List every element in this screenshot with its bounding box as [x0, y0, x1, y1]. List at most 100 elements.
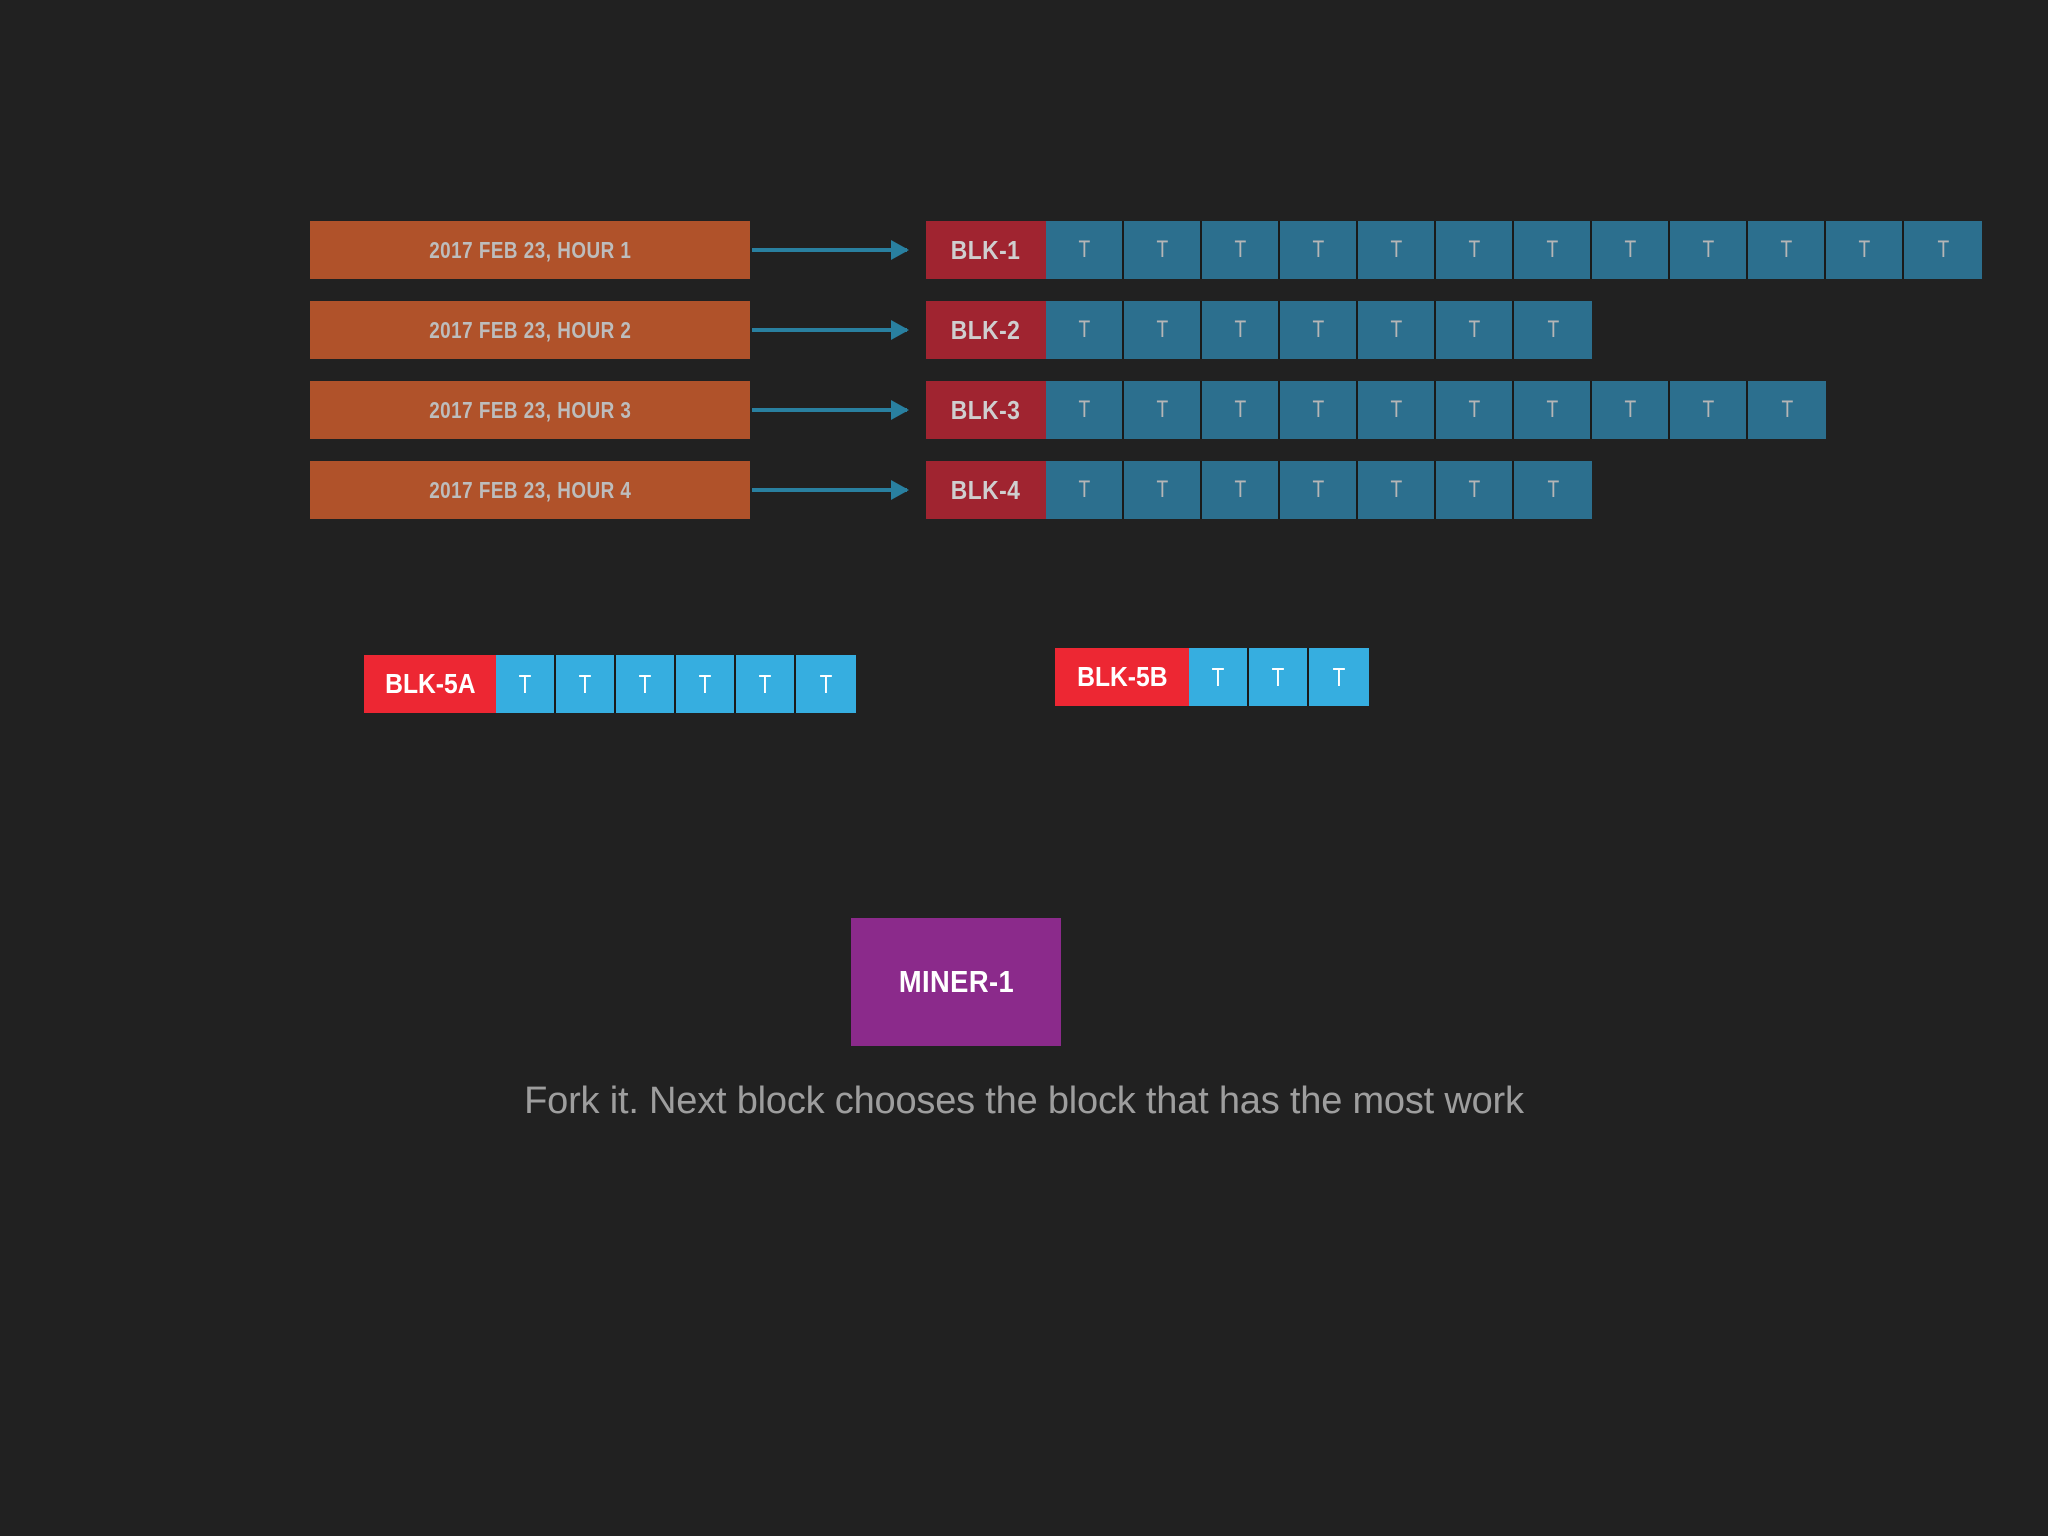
arrow-to-blk-1 — [752, 240, 909, 260]
fork-transaction-cell[interactable]: T — [796, 655, 856, 713]
transaction-cell[interactable]: T — [1046, 301, 1124, 359]
transaction-cell[interactable]: T — [1280, 381, 1358, 439]
fork-transaction-label: T — [518, 668, 532, 699]
fork-transaction-label: T — [578, 668, 592, 699]
transaction-cell[interactable]: T — [1280, 461, 1358, 519]
transaction-cell[interactable]: T — [1202, 461, 1280, 519]
chain-row: BLK-1 T T T T T T T T T T T T — [926, 221, 1982, 279]
transaction-label: T — [1468, 316, 1480, 343]
fork-transaction-label: T — [638, 668, 652, 699]
fork-transaction-label: T — [698, 668, 712, 699]
transaction-cell[interactable]: T — [1592, 221, 1670, 279]
transaction-label: T — [1078, 236, 1090, 263]
transaction-cell[interactable]: T — [1202, 221, 1280, 279]
transaction-cell[interactable]: T — [1436, 301, 1514, 359]
fork-transaction-cell[interactable]: T — [556, 655, 616, 713]
transaction-label: T — [1468, 476, 1480, 503]
transaction-cell[interactable]: T — [1514, 301, 1592, 359]
transaction-cell[interactable]: T — [1046, 381, 1124, 439]
fork-block-label[interactable]: BLK-5A — [364, 655, 496, 713]
fork-transaction-label: T — [1332, 661, 1346, 692]
hour-box[interactable]: 2017 FEB 23, HOUR 4 — [310, 461, 750, 519]
transaction-label: T — [1312, 396, 1324, 423]
transaction-label: T — [1312, 236, 1324, 263]
hour-box[interactable]: 2017 FEB 23, HOUR 3 — [310, 381, 750, 439]
block-label[interactable]: BLK-4 — [926, 461, 1046, 519]
chain-row: BLK-2 T T T T T T T — [926, 301, 1592, 359]
transaction-label: T — [1078, 316, 1090, 343]
transaction-cell[interactable]: T — [1358, 461, 1436, 519]
transaction-label: T — [1390, 476, 1402, 503]
transaction-cell[interactable]: T — [1514, 461, 1592, 519]
transaction-cell[interactable]: T — [1046, 221, 1124, 279]
transaction-label: T — [1234, 316, 1246, 343]
fork-transaction-label: T — [1211, 661, 1225, 692]
transaction-cell[interactable]: T — [1904, 221, 1982, 279]
transaction-cell[interactable]: T — [1826, 221, 1904, 279]
transaction-label: T — [1234, 396, 1246, 423]
fork-transaction-cell[interactable]: T — [1189, 648, 1249, 706]
transaction-cell[interactable]: T — [1436, 221, 1514, 279]
transaction-cell[interactable]: T — [1202, 301, 1280, 359]
block-label-text: BLK-1 — [951, 234, 1021, 265]
transaction-label: T — [1468, 396, 1480, 423]
transaction-cell[interactable]: T — [1124, 221, 1202, 279]
transaction-label: T — [1156, 396, 1168, 423]
hour-box[interactable]: 2017 FEB 23, HOUR 2 — [310, 301, 750, 359]
transaction-cell[interactable]: T — [1280, 221, 1358, 279]
transaction-cell[interactable]: T — [1514, 221, 1592, 279]
transaction-cell[interactable]: T — [1592, 381, 1670, 439]
transaction-label: T — [1547, 316, 1559, 343]
transaction-cell[interactable]: T — [1124, 301, 1202, 359]
hour-box[interactable]: 2017 FEB 23, HOUR 1 — [310, 221, 750, 279]
transaction-cell[interactable]: T — [1670, 381, 1748, 439]
fork-transaction-cell[interactable]: T — [496, 655, 556, 713]
miner-label-text: MINER-1 — [898, 964, 1014, 999]
transaction-cell[interactable]: T — [1514, 381, 1592, 439]
fork-transaction-label: T — [1271, 661, 1285, 692]
fork-transaction-cell[interactable]: T — [676, 655, 736, 713]
block-label[interactable]: BLK-3 — [926, 381, 1046, 439]
hour-box-label: 2017 FEB 23, HOUR 1 — [428, 236, 632, 263]
transaction-cell[interactable]: T — [1436, 381, 1514, 439]
block-label-text: BLK-4 — [951, 474, 1021, 505]
transaction-label: T — [1546, 236, 1558, 263]
fork-block-label[interactable]: BLK-5B — [1055, 648, 1189, 706]
chain-row: BLK-4 T T T T T T T — [926, 461, 1592, 519]
transaction-label: T — [1156, 236, 1168, 263]
fork-transaction-cell[interactable]: T — [616, 655, 676, 713]
transaction-cell[interactable]: T — [1358, 221, 1436, 279]
fork-transaction-cell[interactable]: T — [1249, 648, 1309, 706]
transaction-label: T — [1468, 236, 1480, 263]
block-label[interactable]: BLK-1 — [926, 221, 1046, 279]
transaction-label: T — [1234, 476, 1246, 503]
transaction-cell[interactable]: T — [1280, 301, 1358, 359]
transaction-cell[interactable]: T — [1436, 461, 1514, 519]
fork-transaction-cell[interactable]: T — [1309, 648, 1369, 706]
transaction-cell[interactable]: T — [1124, 461, 1202, 519]
transaction-cell[interactable]: T — [1358, 301, 1436, 359]
miner-label: MINER-1 — [891, 964, 1022, 1000]
transaction-label: T — [1312, 316, 1324, 343]
transaction-cell[interactable]: T — [1748, 221, 1826, 279]
transaction-label: T — [1078, 476, 1090, 503]
transaction-cell[interactable]: T — [1202, 381, 1280, 439]
transaction-cell[interactable]: T — [1124, 381, 1202, 439]
transaction-cell[interactable]: T — [1670, 221, 1748, 279]
transaction-label: T — [1078, 396, 1090, 423]
transaction-cell[interactable]: T — [1748, 381, 1826, 439]
miner-box[interactable]: MINER-1 — [851, 918, 1061, 1046]
transaction-label: T — [1858, 236, 1870, 263]
transaction-label: T — [1781, 396, 1793, 423]
fork-transaction-cell[interactable]: T — [736, 655, 796, 713]
transaction-label: T — [1702, 236, 1714, 263]
caption-text: Fork it. Next block chooses the block th… — [524, 1080, 1524, 1122]
transaction-label: T — [1546, 396, 1558, 423]
hour-box-label: 2017 FEB 23, HOUR 3 — [428, 396, 632, 423]
block-label[interactable]: BLK-2 — [926, 301, 1046, 359]
transaction-label: T — [1156, 476, 1168, 503]
transaction-cell[interactable]: T — [1046, 461, 1124, 519]
transaction-label: T — [1624, 236, 1636, 263]
transaction-cell[interactable]: T — [1358, 381, 1436, 439]
